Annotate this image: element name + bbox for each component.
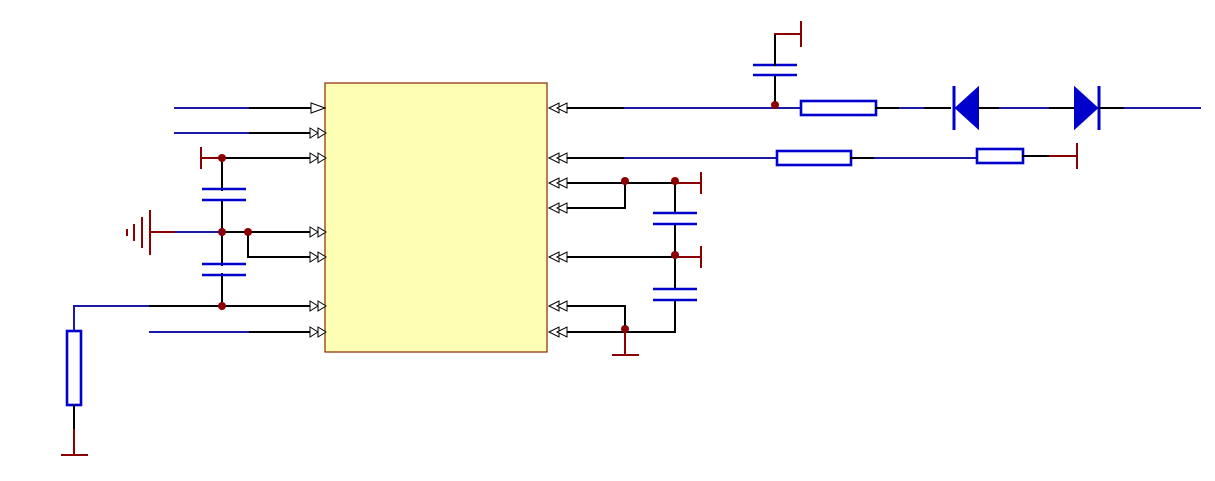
pin-marker [547,300,568,312]
resistor-r-right [975,143,1078,169]
pin-marker [309,127,327,139]
pin-marker [309,300,327,312]
junction-dots [218,101,779,333]
pin-marker [547,152,568,164]
capacitor-left-lower [202,262,246,277]
pin-marker [547,177,568,189]
pin-marker [547,326,568,338]
resistor-r-mid [775,149,977,167]
junction-dot [218,228,226,236]
right-pin-wires [561,107,801,356]
junction-dot [671,251,679,259]
pin-marker [310,102,327,114]
diode-left [924,85,1001,131]
junction-dot [218,154,226,162]
pin-marker [309,326,327,338]
left-pin-wires [73,107,311,333]
capacitor-left-upper [202,187,246,202]
resistor-r-top [799,99,926,117]
pin-marker [309,251,327,263]
capacitor-right-upper [653,211,697,226]
left-pin-markers [309,102,327,338]
capacitor-top [753,21,802,109]
junction-dot [218,302,226,310]
junction-dot [621,325,629,333]
pin-marker [309,226,327,238]
pin-marker [547,251,568,263]
right-pin-markers [547,102,568,338]
resistor-r-left [61,305,88,456]
integrated-circuit [324,82,548,353]
earth-ground-icon [126,210,175,255]
diode-right [1049,85,1201,131]
pin-marker [547,102,568,114]
junction-dot [671,177,679,185]
pin-marker [309,152,327,164]
junction-dot [244,228,252,236]
pin-marker [547,202,568,214]
capacitor-right-lower [653,287,697,302]
junction-dot [621,177,629,185]
junction-dot [771,101,779,109]
